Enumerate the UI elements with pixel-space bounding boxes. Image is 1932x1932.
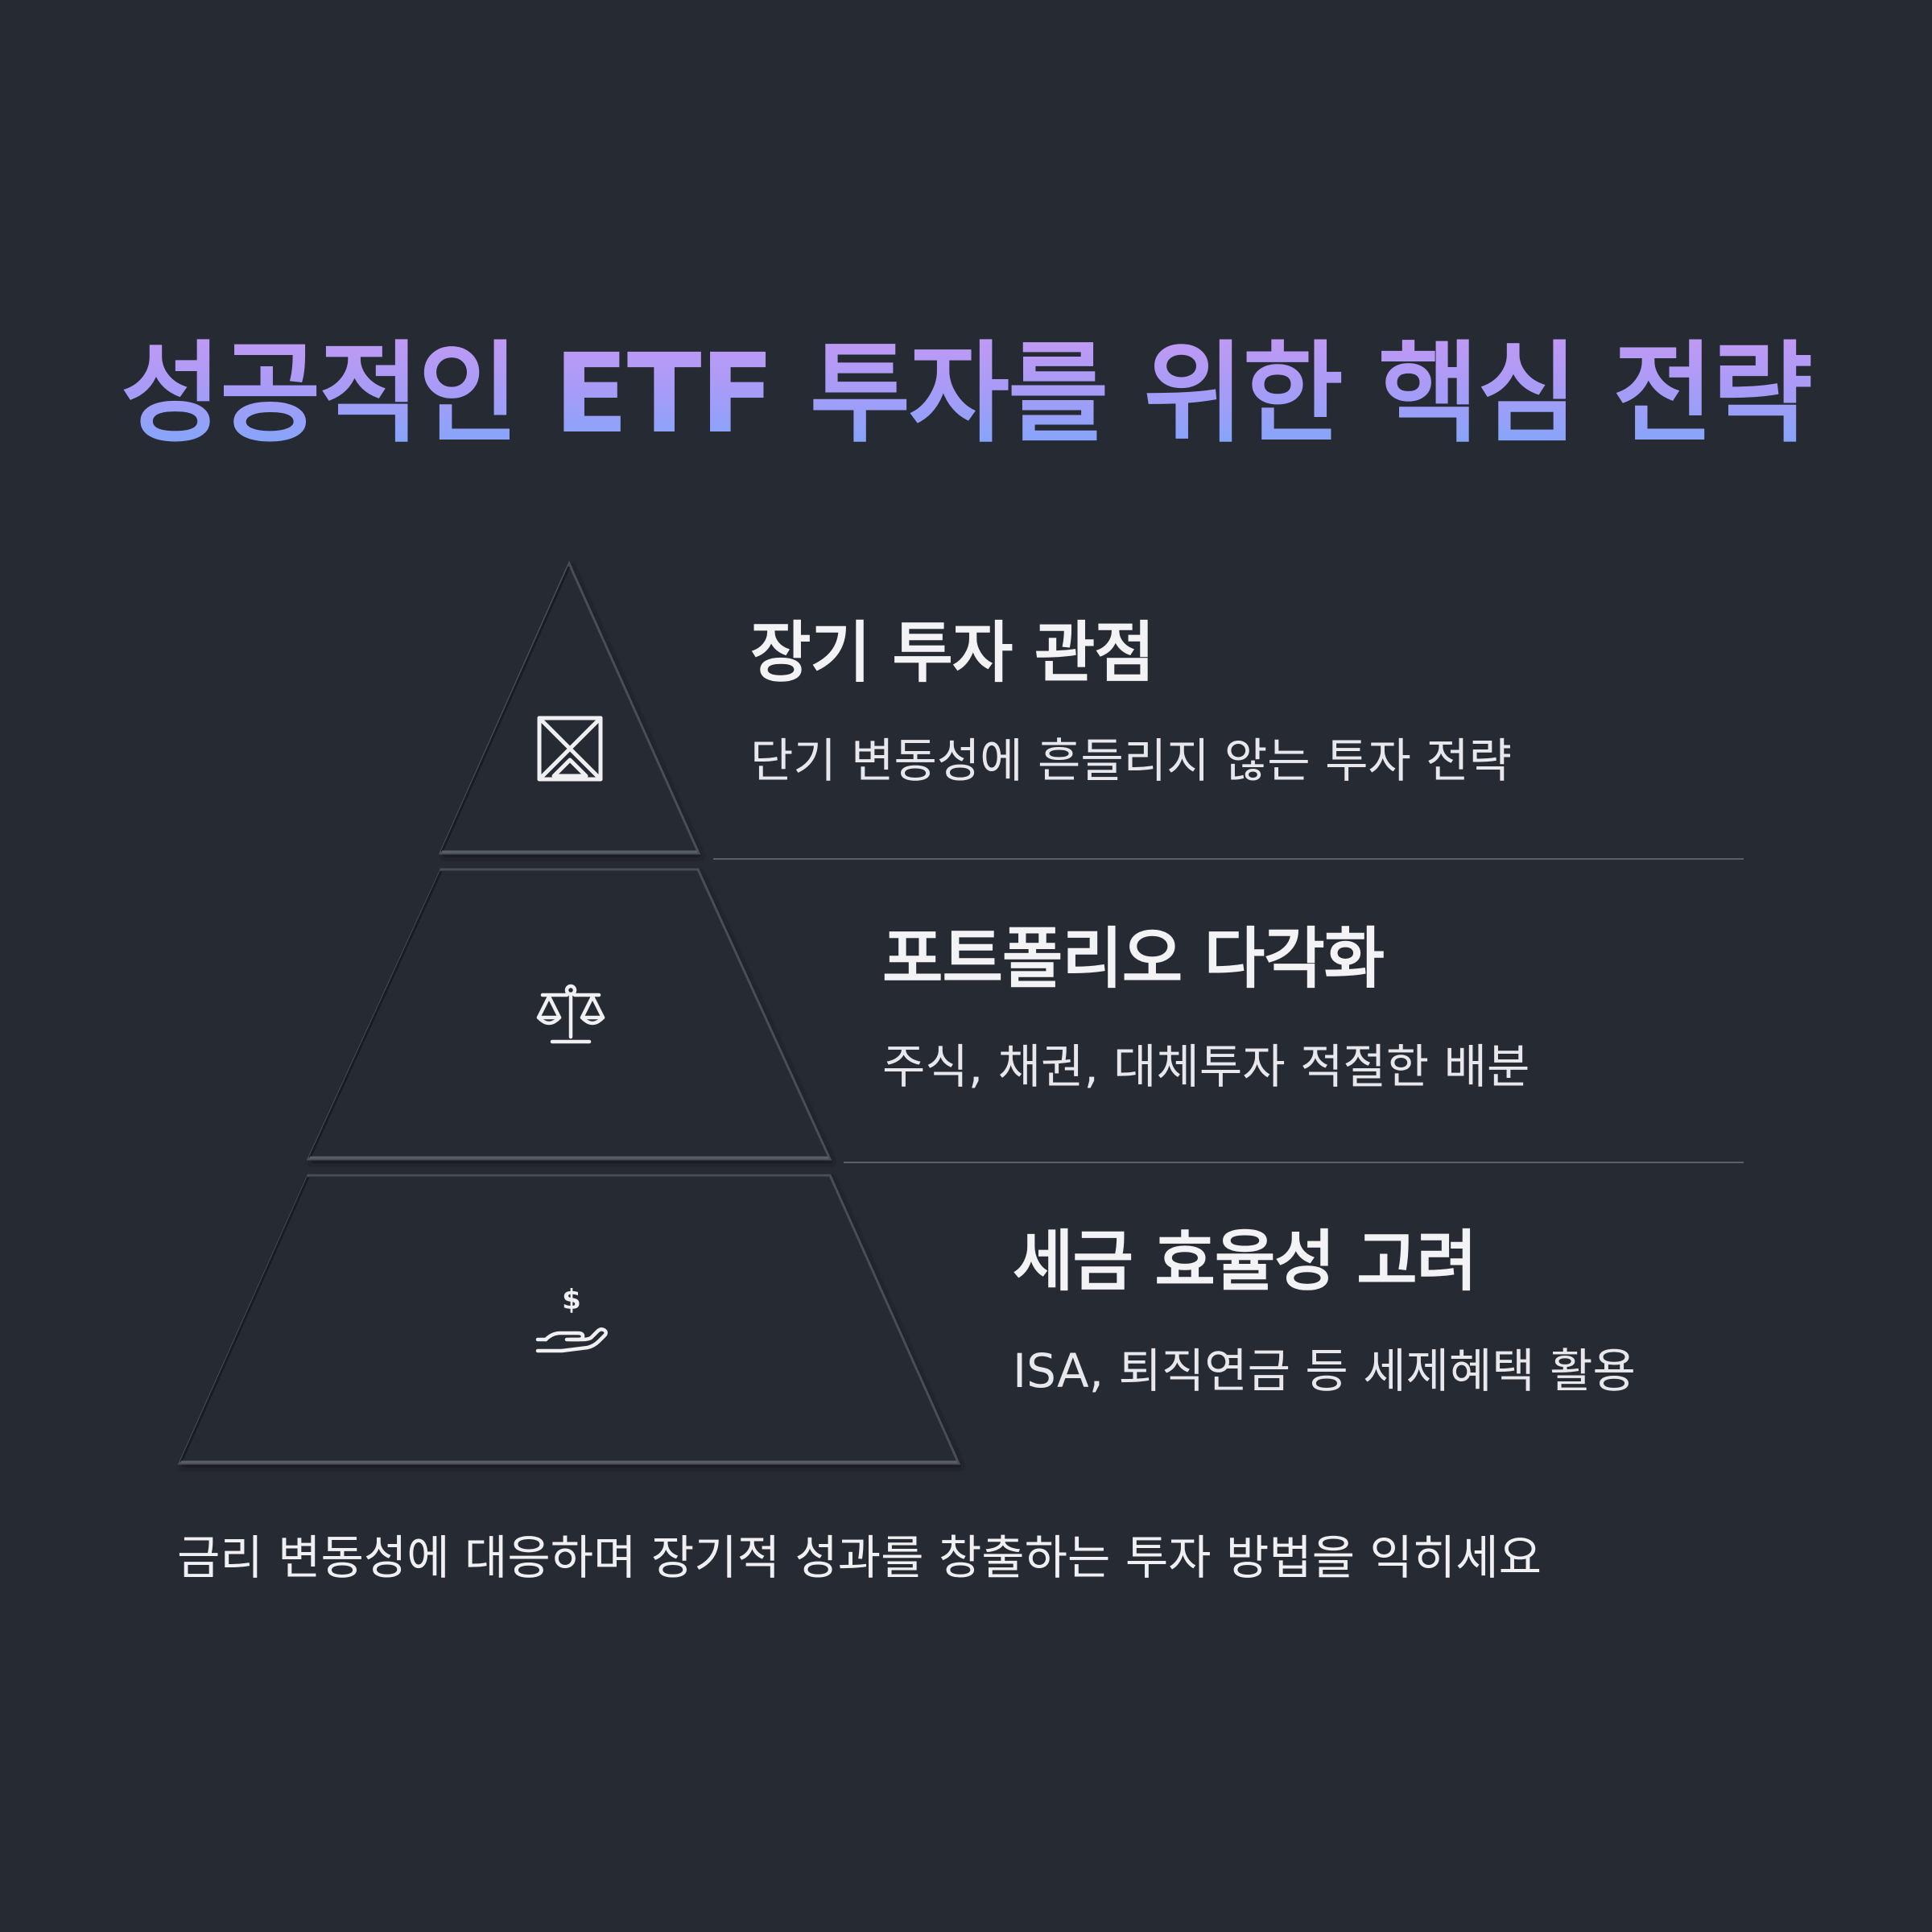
pyramid-tier-top [438, 560, 701, 855]
tier-desc-tax-efficiency: ISA, 퇴직연금 등 세제혜택 활용 [1013, 1344, 1636, 1398]
divider-1 [713, 858, 1744, 860]
hand-dollar-icon: $ [535, 1286, 608, 1353]
page-title: 성공적인 ETF 투자를 위한 핵심 전략 [0, 322, 1932, 467]
tier-title-tax-efficiency: 세금 효율성 고려 [1013, 1224, 1477, 1300]
footer-text: 금리 변동성에 대응하며 장기적 성과를 창출하는 투자 방법을 익히세요 [177, 1530, 1542, 1585]
pyramid-tier-top-edge [440, 566, 571, 852]
pyramid-tier-middle-edge [308, 870, 443, 1158]
tier-title-diversification: 포트폴리오 다각화 [882, 921, 1385, 997]
tier-title-long-term: 장기 투자 관점 [750, 615, 1155, 691]
balance-scale-icon [536, 984, 605, 1044]
pyramid-tier-bottom-edge [180, 1176, 310, 1463]
tier-desc-diversification: 주식, 채권, 대체투자 적절한 배분 [882, 1039, 1530, 1094]
svg-text:$: $ [562, 1286, 581, 1316]
tier-desc-long-term: 단기 변동성에 흔들리지 않는 투자 전략 [750, 733, 1512, 788]
divider-2 [844, 1162, 1744, 1163]
hourglass-icon [537, 716, 603, 782]
